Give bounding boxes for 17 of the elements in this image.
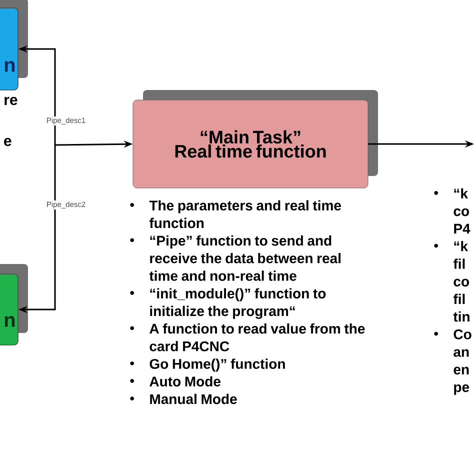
bullet-item: Co an en pe bbox=[434, 329, 472, 395]
bullet-item: The parameters and real time function bbox=[130, 200, 341, 228]
bullet-item: “init_module()” function to initialize the program“ bbox=[130, 288, 326, 319]
process-box: “Main Task” Real time function bbox=[132, 100, 368, 188]
bullet-item: Manual Mode bbox=[130, 394, 237, 404]
process-box bbox=[0, 8, 18, 90]
bullet-item: “k co P4 bbox=[434, 188, 470, 234]
box-label: n bbox=[4, 316, 15, 327]
bullet-item: Go Home()” function bbox=[130, 358, 285, 372]
bullet-item: “k fil co fil tin bbox=[434, 241, 470, 322]
caption-text: re bbox=[4, 96, 18, 106]
process-box bbox=[0, 274, 18, 346]
bullet-item: A function to read value from the card P4CNC bbox=[130, 323, 365, 352]
box-label: n bbox=[4, 61, 15, 72]
bullet-item: Auto Mode bbox=[130, 376, 220, 386]
caption-text: e bbox=[4, 138, 12, 146]
bullet-item: “Pipe” function to send and receive the data between real time and non-real time bbox=[130, 235, 340, 281]
